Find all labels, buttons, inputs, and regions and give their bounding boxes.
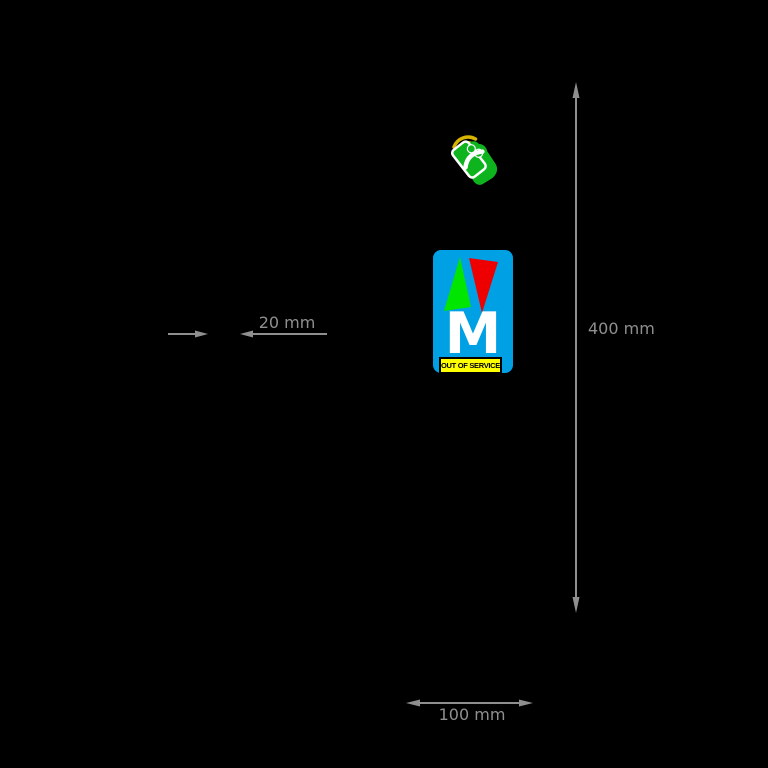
arrowhead-left-icon <box>406 699 420 707</box>
gap-dimension-label: 20 mm <box>258 313 316 332</box>
arrowhead-right-icon <box>195 330 208 338</box>
signal-wave-outer <box>452 135 478 149</box>
metro-sign <box>433 250 513 373</box>
arrowhead-right-icon <box>519 699 533 707</box>
dimension-gap-20mm <box>168 330 327 338</box>
out-of-service-banner: OUT OF SERVICE <box>439 357 502 374</box>
arrowhead-up-icon <box>572 82 580 98</box>
green-up-arrow-icon <box>444 257 471 311</box>
red-down-arrow-icon <box>469 258 498 313</box>
dimension-height-400mm <box>572 82 580 613</box>
contactless-tap-icon <box>450 135 498 185</box>
arrowhead-left-icon <box>240 330 253 338</box>
sign-metro-letter: M <box>444 301 502 367</box>
width-dimension-label: 100 mm <box>438 705 506 724</box>
hand-holding-card-icon <box>450 140 498 185</box>
dimension-width-100mm <box>406 699 533 707</box>
height-dimension-label: 400 mm <box>588 319 655 338</box>
arrowhead-down-icon <box>572 597 580 613</box>
thumb-shape <box>463 149 485 170</box>
out-of-service-text: OUT OF SERVICE <box>441 360 501 370</box>
